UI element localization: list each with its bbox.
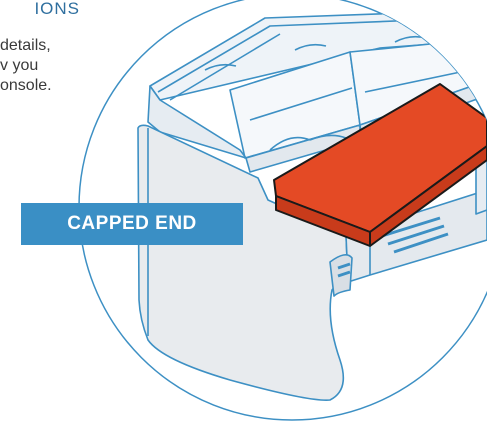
intro-line-1: details, [0,37,51,54]
intro-line-2: v you [0,57,39,74]
intro-heading: IONS [34,0,80,18]
intro-text: details, v you onsole. [0,36,112,96]
capped-end-callout: CAPPED END [21,203,243,245]
intro-line-3: onsole. [0,77,52,94]
